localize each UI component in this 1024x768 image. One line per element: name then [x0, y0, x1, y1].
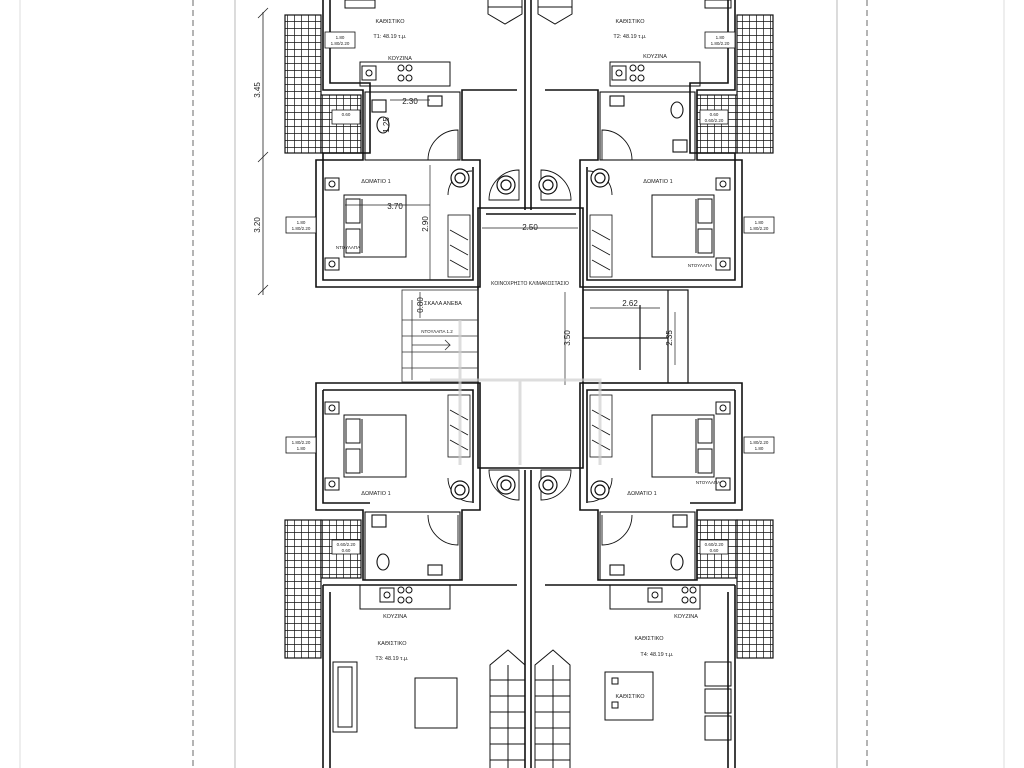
window-tag-2: 1.80: [716, 35, 725, 40]
window-tag-1b: 1.80/2.20: [331, 41, 350, 46]
window-tag-3b: 1.80/2.20: [292, 226, 311, 231]
balcony-bottom-right: [736, 519, 774, 659]
dim-2-30: 2.30: [402, 97, 418, 106]
window-tag-4b: 1.80/2.20: [750, 226, 769, 231]
unit-1-room: ΚΑΘΙΣΤΙΚΟ: [375, 19, 405, 25]
balcony-bottom-left: [284, 519, 322, 659]
inner-dimension-lines: [345, 99, 676, 385]
storage-right: [582, 289, 689, 384]
window-tag-9b: 0.60: [342, 548, 351, 553]
sofa-label: ΚΑΘΙΣΤΙΚΟ: [615, 694, 645, 700]
dim-2-50: 2.50: [522, 223, 538, 232]
window-tag-5: 1.80/2.20: [292, 440, 311, 445]
watermark: [430, 320, 602, 465]
dim-2-62: 2.62: [622, 299, 638, 308]
window-tag-8b: 0.60/2.20: [705, 118, 724, 123]
living-furniture-top: [344, 0, 732, 9]
balcony-top-left: [284, 14, 322, 154]
dim-0-80: 0.80: [416, 297, 425, 313]
dim-1-25: 1.25: [382, 117, 391, 133]
bedroom-2-label: ΔΩΜΑΤΙΟ 1: [643, 179, 672, 185]
window-tag-6b: 1.80: [755, 446, 764, 451]
window-tag-5b: 1.80: [297, 446, 306, 451]
common-stair-label: ΚΟΙΝΟΧΡΗΣΤΟ ΚΛΙΜΑΚΟΣΤΑΣΙΟ: [491, 281, 569, 287]
stairs-top: [487, 0, 573, 25]
page-frame: [19, 0, 1005, 768]
bedroom-3-label: ΔΩΜΑΤΙΟ 1: [361, 491, 390, 497]
bathrooms: [364, 91, 696, 581]
window-tag-1: 1.80: [336, 35, 345, 40]
dim-3-45: 3.45: [253, 82, 262, 98]
dim-3-20: 3.20: [253, 217, 262, 233]
round-fixtures: [450, 168, 610, 500]
kitchens: [359, 61, 701, 610]
beds: [324, 177, 731, 491]
window-tag-7: 0.60: [342, 112, 351, 117]
living-furniture: [332, 661, 732, 741]
unit-1-area: Τ1: 48.19 τ.μ.: [373, 34, 407, 40]
window-tag-3: 1.80: [297, 220, 306, 225]
window-tag-8: 0.60: [710, 112, 719, 117]
unit-2-area: Τ2: 48.19 τ.μ.: [613, 34, 647, 40]
closet-1-label: ΝΤΟΥΛΑΠΑ: [336, 245, 360, 250]
balcony-top-right: [736, 14, 774, 154]
dim-2-35: 2.35: [665, 330, 674, 346]
kitchen-4-label: ΚΟΥΖΙΝΑ: [674, 614, 698, 620]
window-tag-9: 0.60/2.20: [337, 542, 356, 547]
bedroom-1-label: ΔΩΜΑΤΙΟ 1: [361, 179, 390, 185]
kitchen-2-label: ΚΟΥΖΙΝΑ: [643, 54, 667, 60]
unit-4-area: Τ4: 48.19 τ.μ.: [640, 652, 674, 658]
unit-3-room: ΚΑΘΙΣΤΙΚΟ: [377, 641, 407, 647]
kitchen-3-label: ΚΟΥΖΙΝΑ: [383, 614, 407, 620]
window-tag-6: 1.80/2.20: [750, 440, 769, 445]
left-dimension-chain: [257, 7, 269, 296]
unit-2-room: ΚΑΘΙΣΤΙΚΟ: [615, 19, 645, 25]
bedroom-4-label: ΔΩΜΑΤΙΟ 1: [627, 491, 656, 497]
window-tag-10b: 0.60: [710, 548, 719, 553]
dim-3-50: 3.50: [563, 330, 572, 346]
dim-3-70: 3.70: [387, 202, 403, 211]
stair-well: [401, 289, 479, 383]
labels: ΚΑΘΙΣΤΙΚΟ Τ1: 48.19 τ.μ. ΚΑΘΙΣΤΙΚΟ Τ2: 4…: [292, 19, 769, 700]
window-tag-10: 0.60/2.20: [705, 542, 724, 547]
stairs-bottom: [489, 649, 571, 768]
walls: [315, 0, 743, 768]
stair-up-label: ΣΚΑΛΑ ΑΝΕΒΑ: [424, 301, 462, 307]
balconies: [284, 14, 774, 659]
window-tag-4: 1.80: [755, 220, 764, 225]
closet-2-label: ΝΤΟΥΛΑΠΑ: [688, 263, 712, 268]
kitchen-1-label: ΚΟΥΖΙΝΑ: [388, 56, 412, 62]
unit-3-area: Τ3: 48.19 τ.μ.: [375, 656, 409, 662]
window-tag-2b: 1.80/2.20: [711, 41, 730, 46]
unit-4-room: ΚΑΘΙΣΤΙΚΟ: [634, 636, 664, 642]
closet-3-label: ΝΤΟΥΛΑΠΑ: [696, 480, 720, 485]
closet-label: ΝΤΟΥΛΑΠΑ 1.2: [421, 329, 453, 334]
dim-2-90: 2.90: [421, 216, 430, 232]
window-tags: [285, 31, 775, 555]
